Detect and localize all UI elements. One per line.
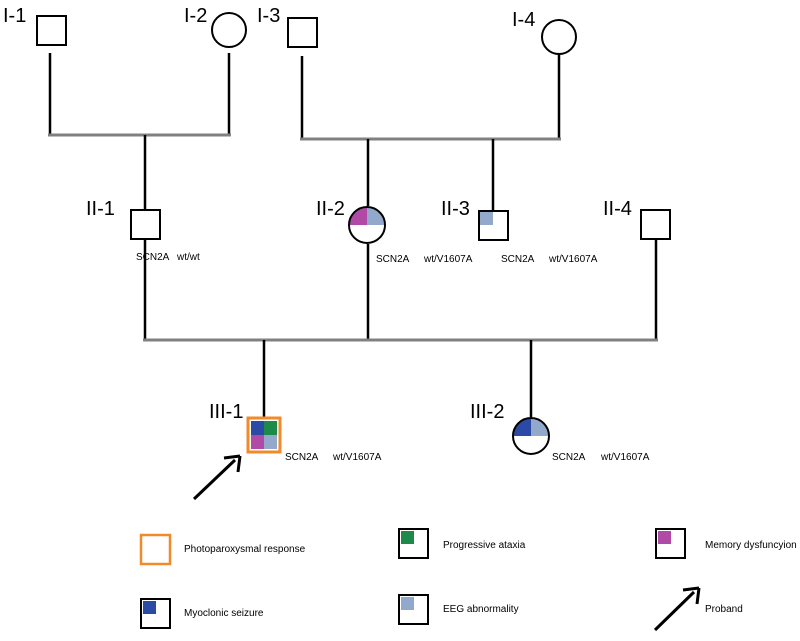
- eeg-abnormality-quadrant: [479, 211, 493, 225]
- individual-id: II-1: [86, 198, 115, 220]
- eeg-abnormality-quadrant: [264, 435, 277, 449]
- eeg-abnormality-quadrant: [531, 418, 549, 436]
- legend-square: [655, 528, 686, 559]
- legend-square: [140, 598, 171, 629]
- genotype-label: wt/wt: [176, 252, 200, 263]
- legend-photoparoxysmal: Photoparoxysmal response: [139, 533, 306, 566]
- individual-id: II-2: [316, 198, 345, 220]
- individual-id: I-4: [512, 9, 535, 31]
- progressive-ataxia-quadrant: [264, 421, 277, 435]
- male-symbol: [287, 17, 318, 48]
- legend-blue-quadrant: [143, 601, 156, 614]
- individual-II-1: II-1 SCN2A wt/wt: [86, 198, 200, 263]
- individual-id: I-1: [3, 5, 26, 27]
- genotype-label: wt/V1607A: [600, 452, 650, 463]
- legend-lightblue-quadrant: [401, 597, 414, 610]
- legend-label: Myoclonic seizure: [184, 608, 264, 619]
- connections: [48, 53, 658, 419]
- legend-memory: Memory dysfuncyion: [655, 528, 797, 559]
- genotype-label: wt/V1607A: [332, 452, 382, 463]
- legend-purple-quadrant: [658, 531, 671, 544]
- legend-orange-square: [139, 533, 172, 566]
- gene-label: SCN2A: [552, 452, 586, 463]
- memory-dysfunction-quadrant: [349, 207, 367, 225]
- gene-label: SCN2A: [376, 254, 410, 265]
- individual-I-2: I-2: [184, 5, 247, 48]
- individual-id: II-3: [441, 198, 470, 220]
- proband-arrow-shaft: [192, 458, 237, 501]
- individual-I-4: I-4: [512, 9, 577, 55]
- eeg-abnormality-quadrant: [367, 207, 385, 225]
- individual-III-1: III-1 SCN2A wt/V1607A: [192, 401, 382, 501]
- legend-green-quadrant: [401, 531, 414, 544]
- individual-id: III-1: [209, 401, 243, 423]
- individual-id: I-3: [257, 5, 280, 27]
- genotype-label: wt/V1607A: [423, 254, 473, 265]
- female-symbol: [211, 12, 247, 48]
- memory-dysfunction-quadrant: [251, 435, 264, 449]
- legend: Photoparoxysmal response Progressive ata…: [139, 528, 797, 632]
- legend-square: [398, 594, 429, 625]
- male-symbol: [36, 15, 67, 46]
- legend-eeg: EEG abnormality: [398, 594, 519, 625]
- legend-proband: Proband: [653, 586, 743, 632]
- legend-label: Photoparoxysmal response: [184, 544, 306, 555]
- individual-I-3: I-3: [257, 5, 318, 48]
- individual-id: I-2: [184, 5, 207, 27]
- genotype-label: wt/V1607A: [548, 254, 598, 265]
- proband-legend-arrow-shaft: [653, 590, 696, 632]
- male-symbol: [478, 210, 509, 241]
- individual-II-3: II-3 SCN2A wt/V1607A: [441, 198, 598, 265]
- female-symbol: [512, 417, 550, 455]
- gene-label: SCN2A: [285, 452, 319, 463]
- male-symbol: [640, 209, 671, 240]
- individual-id: III-2: [470, 401, 504, 423]
- legend-label: Memory dysfuncyion: [705, 540, 797, 551]
- photoparoxysmal-border: [246, 416, 282, 454]
- gene-label: SCN2A: [501, 254, 535, 265]
- myoclonic-seizure-quadrant: [251, 421, 264, 435]
- proband-legend-arrow-head: [682, 586, 701, 605]
- individual-II-4: II-4: [603, 198, 671, 240]
- legend-label: EEG abnormality: [443, 604, 519, 615]
- proband-arrow-head: [223, 454, 242, 473]
- myoclonic-seizure-quadrant: [513, 418, 531, 436]
- gene-label: SCN2A: [136, 252, 170, 263]
- legend-myoclonic: Myoclonic seizure: [140, 598, 264, 629]
- individual-III-2: III-2 SCN2A wt/V1607A: [470, 401, 650, 463]
- individual-I-1: I-1: [3, 5, 67, 46]
- individual-id: II-4: [603, 198, 632, 220]
- individual-II-2: II-2 SCN2A wt/V1607A: [316, 198, 473, 265]
- legend-square: [398, 528, 429, 559]
- legend-ataxia: Progressive ataxia: [398, 528, 526, 559]
- legend-label: Progressive ataxia: [443, 540, 526, 551]
- female-symbol: [348, 206, 386, 244]
- male-symbol: [130, 209, 161, 240]
- legend-label: Proband: [705, 604, 743, 615]
- female-symbol: [541, 19, 577, 55]
